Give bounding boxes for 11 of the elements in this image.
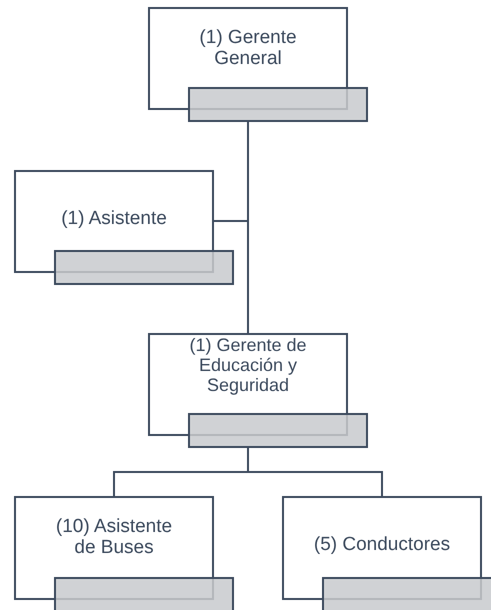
role-title: (5) Conductores — [312, 534, 452, 556]
org-card — [14, 496, 234, 610]
org-card — [148, 333, 368, 448]
connector-line — [247, 122, 249, 333]
role-title: (1) Gerente General — [198, 27, 298, 70]
org-card — [148, 7, 368, 122]
role-title: (1) Asistente — [60, 208, 168, 230]
role-title: (10) Asistente de Buses — [54, 516, 174, 559]
role-title: (1) Gerente de Educación y Seguridad — [188, 335, 308, 396]
org-card — [14, 170, 234, 285]
org-card — [282, 496, 491, 610]
